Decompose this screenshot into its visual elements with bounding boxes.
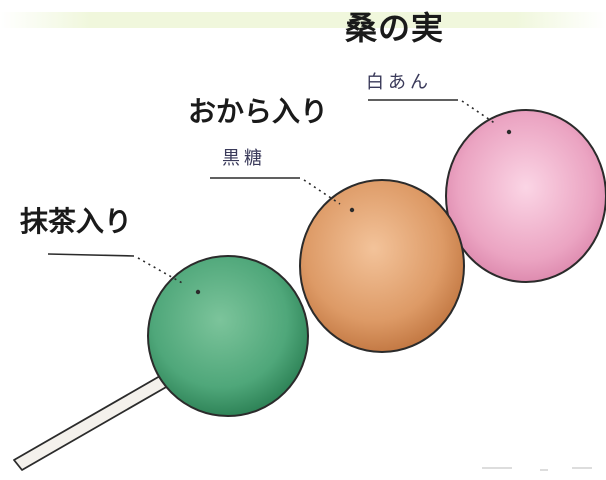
top-wash-band xyxy=(0,12,606,28)
dango-green-icon xyxy=(147,255,309,417)
skewer-stick-icon xyxy=(13,375,169,471)
sublabel-kokuto: 黒糖 xyxy=(222,148,266,169)
dango-brown-icon xyxy=(299,179,465,353)
label-mulberry: 桑の実 xyxy=(345,9,445,47)
label-okara: おから入り xyxy=(188,95,329,128)
pencil-marks xyxy=(482,467,592,471)
leader-okara xyxy=(210,177,355,213)
label-matcha: 抹茶入り xyxy=(20,205,133,238)
sublabel-shiroan: 白あん xyxy=(366,72,432,93)
leader-matcha xyxy=(47,253,201,295)
leader-mulberry xyxy=(368,99,512,135)
dango-pink-icon xyxy=(445,109,606,283)
